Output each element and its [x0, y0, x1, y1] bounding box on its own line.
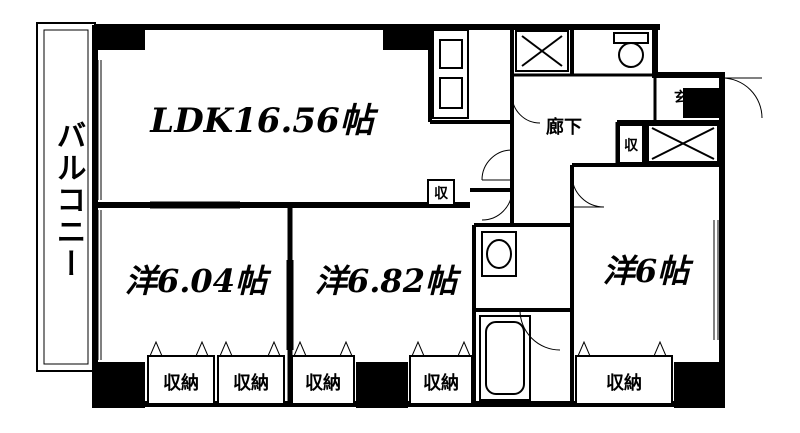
- closet-door-marks: [149, 340, 667, 357]
- balcony: バルコニー: [36, 22, 96, 372]
- balcony-label: バルコニー: [51, 120, 86, 280]
- utility-box: [515, 30, 569, 72]
- corridor-storage-label: 収: [624, 137, 639, 154]
- closet-3: 収納: [291, 355, 355, 405]
- closet-4: 収納: [409, 355, 473, 405]
- corridor-label: 廊下: [546, 116, 582, 138]
- closet-label-1: 収納: [163, 372, 199, 394]
- room-western-3-label: 洋6帖: [603, 252, 694, 290]
- closet-label-3: 収納: [305, 372, 341, 394]
- kitchen-counter: [432, 29, 469, 119]
- interior-walls: [95, 27, 722, 404]
- entrance-label: 玄関: [674, 89, 702, 106]
- small-storage-label: 収: [434, 185, 449, 202]
- windows: [97, 60, 719, 360]
- small-storage: 収: [427, 179, 455, 206]
- washbasin: [481, 231, 517, 277]
- closet-label-2: 収納: [233, 372, 269, 394]
- closet-2: 収納: [217, 355, 285, 405]
- outer-walls: [92, 24, 725, 408]
- closets: 収納 収納 収納 収納 収納: [147, 355, 673, 405]
- closet-label-5: 収納: [606, 372, 642, 394]
- bathtub: [479, 315, 531, 401]
- toilet: [613, 32, 649, 68]
- room-ldk-label: LDK16.56帖: [149, 101, 378, 141]
- pillars: [95, 24, 724, 408]
- closet-label-4: 収納: [423, 372, 459, 394]
- doors: [481, 77, 763, 351]
- shoe-box: [647, 124, 719, 163]
- room-western-2-label: 洋6.82帖: [315, 262, 462, 300]
- closet-1: 収納: [147, 355, 215, 405]
- closet-5: 収納: [575, 355, 673, 405]
- corridor-storage: 収: [618, 124, 644, 164]
- room-western-1-label: 洋6.04帖: [125, 262, 272, 300]
